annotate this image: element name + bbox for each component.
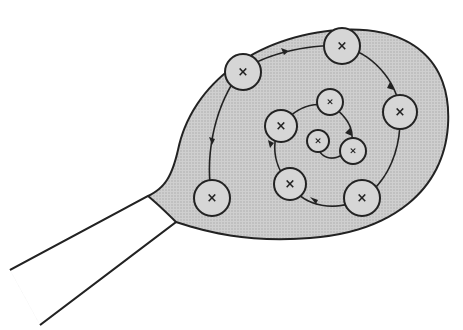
marker-label: ×	[276, 119, 287, 134]
marker-inner-left: ×	[265, 110, 297, 142]
marker-outer-left-lower: ×	[194, 180, 230, 216]
marker-label: ×	[395, 105, 406, 120]
marker-label: ×	[357, 191, 368, 206]
marker-outer-top: ×	[324, 28, 360, 64]
marker-label: ×	[337, 39, 348, 54]
marker-outer-right: ×	[383, 95, 417, 129]
marker-outer-bottom-right: ×	[344, 180, 380, 216]
spoon-handle	[10, 196, 176, 325]
marker-label: ×	[314, 137, 322, 147]
marker-label: ×	[238, 65, 249, 80]
marker-outer-left-upper: ×	[225, 54, 261, 90]
marker-label: ×	[349, 147, 357, 157]
marker-inner-top: ×	[317, 89, 343, 115]
marker-center: ×	[307, 130, 329, 152]
marker-label: ×	[326, 98, 334, 108]
marker-label: ×	[285, 177, 296, 192]
marker-inner-right: ×	[340, 138, 366, 164]
marker-inner-bottom-left: ×	[274, 168, 306, 200]
marker-label: ×	[207, 191, 218, 206]
